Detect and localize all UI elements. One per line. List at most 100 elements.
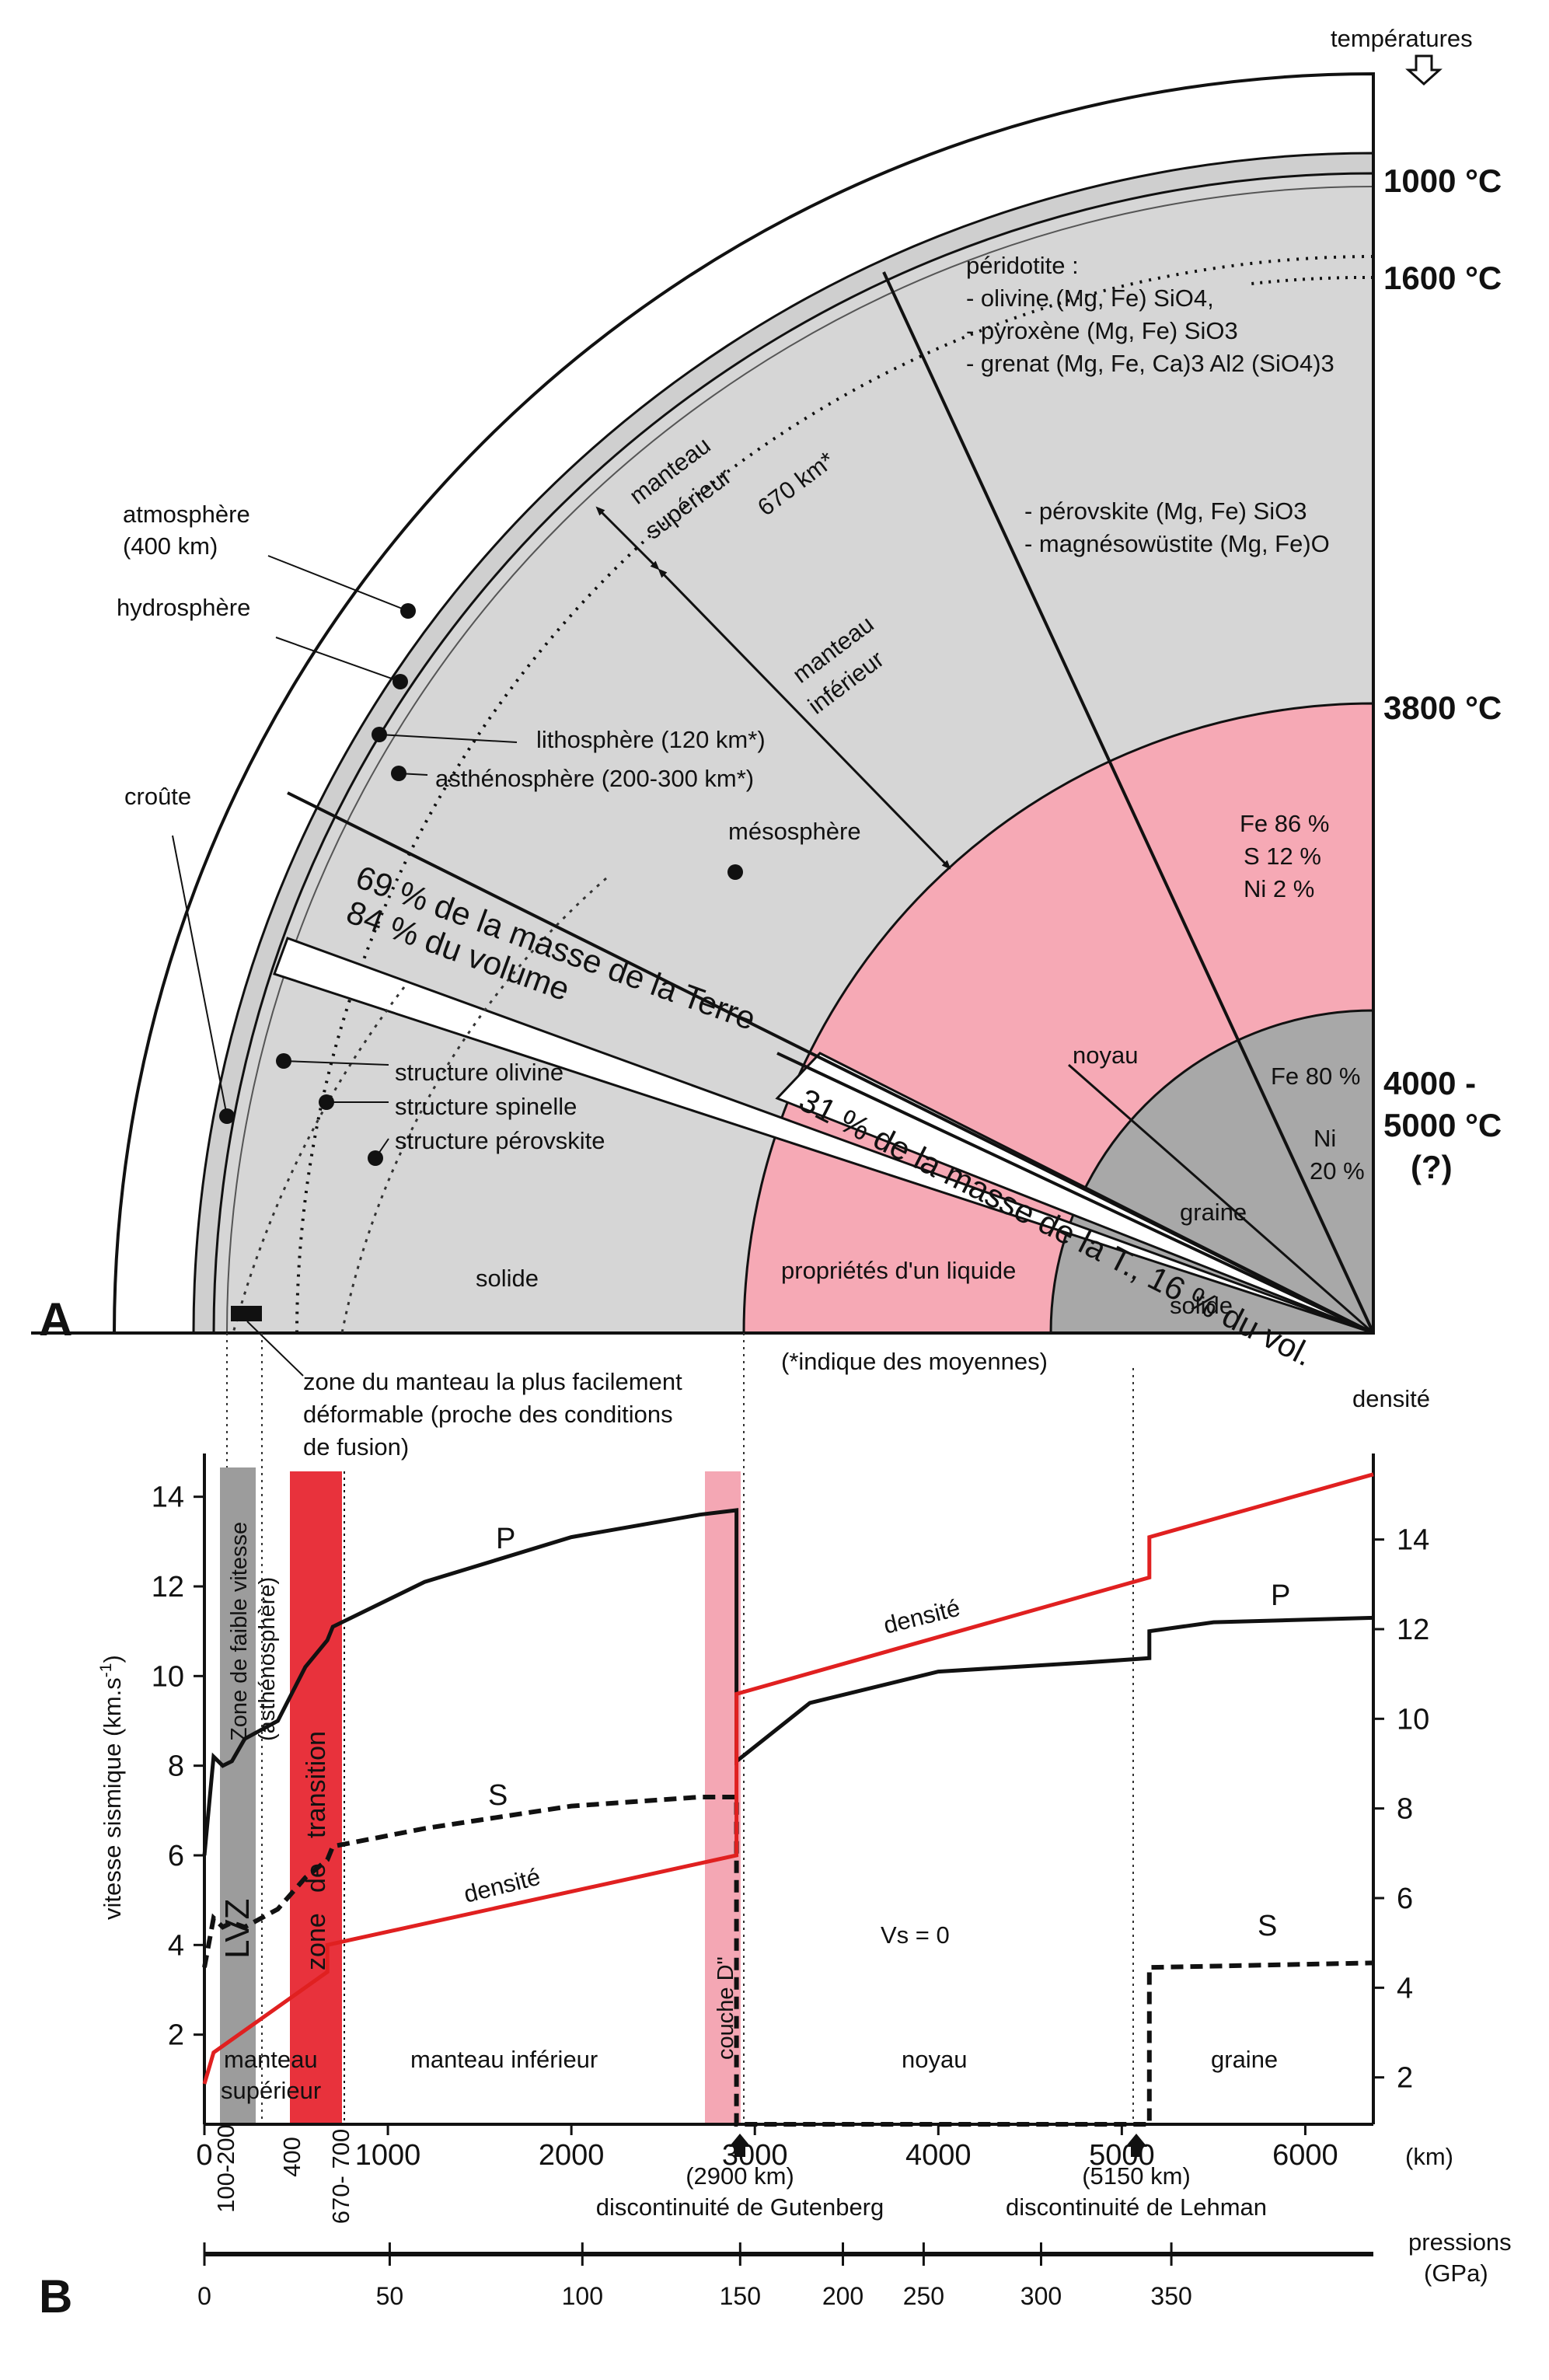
- label-gutenberg-1: (2900 km): [686, 2162, 794, 2190]
- temp-1600: 1600 °C: [1383, 260, 1502, 296]
- y-tick-label: 8: [168, 1750, 184, 1783]
- label-core-s: S 12 %: [1244, 843, 1321, 870]
- label-grenat: - grenat (Mg, Fe, Ca)3 Al2 (SiO4)3: [966, 350, 1334, 377]
- temp-1000: 1000 °C: [1383, 162, 1502, 199]
- x-tick-label: 1000: [355, 2139, 421, 2172]
- temp-5000: 5000 °C: [1383, 1107, 1502, 1143]
- pressure-tick-label: 150: [720, 2282, 761, 2310]
- dot-croute: [219, 1108, 235, 1124]
- label-p-upper: P: [496, 1523, 515, 1555]
- dotted-arc-2: [232, 986, 406, 1334]
- label-zone-faible-1: Zone de faible vitesse: [227, 1522, 252, 1741]
- tick-400: 400: [278, 2137, 305, 2177]
- left-axis-label-exp: -1: [97, 1663, 115, 1678]
- leader-struct-olivine: [283, 1060, 389, 1066]
- lvz-band: [220, 1467, 256, 2124]
- label-inner-ni-1: Ni: [1314, 1125, 1336, 1152]
- dot-lithosphere: [372, 727, 387, 742]
- right-axis-label: densité: [1352, 1385, 1430, 1412]
- label-struct-spinelle: structure spinelle: [395, 1093, 577, 1120]
- radial-line-core: [776, 1052, 1374, 1335]
- dot-hydrosphere: [392, 674, 408, 689]
- y-tick-label: 14: [152, 1481, 184, 1514]
- y2-tick-label: 12: [1397, 1614, 1429, 1646]
- x-tick-label: 4000: [905, 2139, 972, 2172]
- pressure-label-1: pressions: [1408, 2228, 1512, 2256]
- dotted-arc-1: [340, 877, 607, 1334]
- label-mesosphere: mésosphère: [728, 818, 861, 845]
- label-atmosphere-sub: (400 km): [123, 532, 218, 560]
- label-zone-note-1: zone du manteau la plus facilement: [303, 1368, 682, 1395]
- label-manteau-inf: manteau inférieur: [410, 2046, 598, 2073]
- arrow-lower-mantle: [658, 568, 951, 870]
- temperatures-header: températures: [1331, 25, 1473, 52]
- y2-tick-label: 8: [1397, 1793, 1413, 1826]
- arrow-upper-mantle: [595, 506, 660, 571]
- panel-a: A températures 1000 °C 1600 °C 3800 °C 4…: [31, 25, 1502, 1460]
- pressure-tick-label: 250: [903, 2282, 944, 2310]
- leader-atmosphere: [267, 555, 409, 612]
- transition-zone-band: [290, 1471, 342, 2124]
- x-tick-label: 0: [196, 2139, 212, 2172]
- temperature-arrow-icon: [1405, 54, 1443, 86]
- leader-deformable-zone: [246, 1321, 304, 1377]
- label-gutenberg-2: discontinuité de Gutenberg: [596, 2193, 884, 2221]
- y-tick-label: 2: [168, 2019, 184, 2052]
- label-lithosphere: lithosphère (120 km*): [536, 726, 766, 753]
- label-zone-faible-2: (asthénosphère): [255, 1577, 280, 1741]
- temp-3800: 3800 °C: [1383, 689, 1502, 726]
- panel-b-letter: B: [39, 2270, 72, 2322]
- leader-hydrosphere: [275, 637, 401, 682]
- pressure-label-2: (GPa): [1424, 2260, 1488, 2287]
- lehman-arrow-icon: [1125, 2134, 1147, 2157]
- label-struct-perovskite: structure pérovskite: [395, 1127, 605, 1154]
- radial-line-upper: [882, 271, 1375, 1334]
- label-noyau: noyau: [1073, 1042, 1138, 1069]
- label-zone-transition-1: zone: [302, 1913, 331, 1970]
- x-tick-label: 6000: [1272, 2139, 1338, 2172]
- label-zone-transition-2: de: [302, 1863, 331, 1893]
- y-tick-label: 12: [152, 1571, 184, 1604]
- label-lehman-1: (5150 km): [1082, 2162, 1191, 2190]
- tick-100-200: 100-200: [212, 2124, 239, 2213]
- radial-line-inner: [1068, 1063, 1374, 1335]
- label-zone-transition-3: transition: [302, 1731, 331, 1838]
- label-p-lower: P: [1271, 1579, 1290, 1612]
- label-manteau-sup-2: supérieur: [221, 2077, 321, 2104]
- pressure-tick-label: 0: [197, 2282, 211, 2310]
- label-couche-d: couche D": [713, 1956, 738, 2060]
- label-asthenosphere: asthénosphère (200-300 km*): [435, 765, 754, 792]
- label-perovskite: - pérovskite (Mg, Fe) SiO3: [1024, 497, 1307, 525]
- guide-lines: [226, 1333, 1134, 2126]
- pressure-tick-label: 100: [562, 2282, 603, 2310]
- label-zone-note-3: de fusion): [303, 1433, 409, 1460]
- radial-line-mid: [287, 791, 1374, 1335]
- label-vs-zero: Vs = 0: [881, 1921, 950, 1949]
- panel-a-letter: A: [39, 1293, 72, 1345]
- y2-tick-label: 10: [1397, 1703, 1429, 1736]
- dot-atmosphere: [400, 603, 416, 619]
- leader-croute: [172, 835, 228, 1117]
- x-tick-label: 2000: [539, 2139, 605, 2172]
- gutenberg-arrow-icon: [729, 2134, 751, 2157]
- y2-tick-label: 4: [1397, 1972, 1413, 2005]
- label-inner-ni-2: 20 %: [1310, 1157, 1365, 1185]
- label-graine-b: graine: [1211, 2046, 1278, 2073]
- y2-tick-label: 14: [1397, 1524, 1429, 1557]
- pressure-tick-label: 300: [1020, 2282, 1062, 2310]
- label-zone-note-2: déformable (proche des conditions: [303, 1401, 673, 1428]
- label-manteau-sup-1: manteau: [224, 2046, 318, 2073]
- label-croute: croûte: [124, 783, 191, 810]
- left-axis-label-close: ): [99, 1655, 126, 1663]
- label-core-fe: Fe 86 %: [1240, 810, 1329, 837]
- pressure-tick-label: 350: [1150, 2282, 1191, 2310]
- label-lehman-2: discontinuité de Lehman: [1006, 2193, 1267, 2221]
- label-peridotite: péridotite :: [966, 252, 1079, 279]
- dotted-1600-line: [1251, 275, 1374, 285]
- x-axis-unit: (km): [1405, 2143, 1453, 2170]
- label-graine: graine: [1180, 1199, 1247, 1226]
